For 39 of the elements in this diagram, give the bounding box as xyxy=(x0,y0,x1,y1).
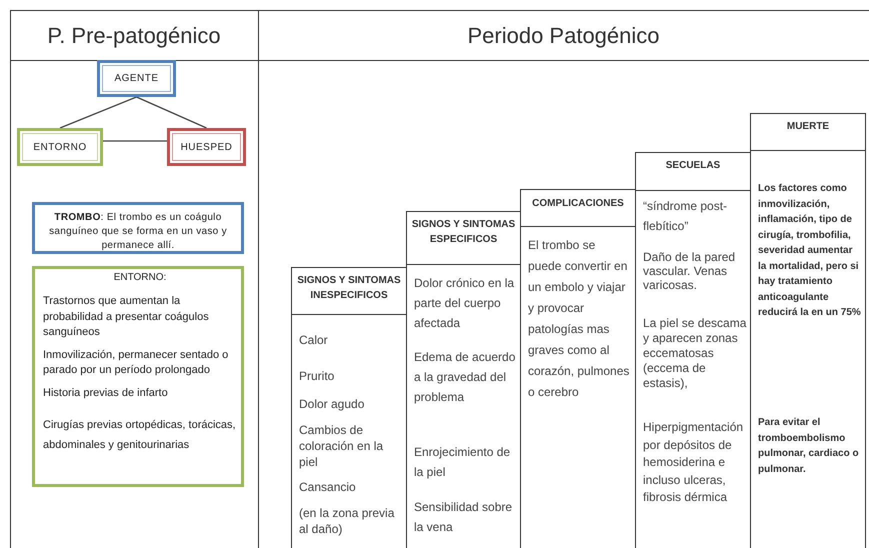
period-header: Periodo Patogénico xyxy=(258,10,869,61)
column-text: (en la zona previa al daño) xyxy=(299,505,396,537)
column-heading: SIGNOS Y SINTOMAS INESPECIFICOS xyxy=(296,274,402,303)
column-text: Hiperpigmentación por depósitos de hemosiderina e incluso ulceras, fibrosis dérmica xyxy=(643,419,744,506)
column-text: Dolor crónico en la parte del cuerpo afectada xyxy=(414,275,516,332)
column-text: La piel se descama y aparecen zonas eccematosas (eccema de estasis), xyxy=(643,316,747,391)
stage-column xyxy=(291,267,407,548)
factor-box: ENTORNO xyxy=(17,128,103,166)
period-header: P. Pre-patogénico xyxy=(10,10,258,61)
panel-text: Historia previas de infarto xyxy=(43,386,169,401)
column-text: El trombo se puede convertir en un embolo y viajar y provocar patologías mas graves como al corazón, pulmones o cerebro xyxy=(528,237,630,401)
column-text: Prurito xyxy=(299,368,336,384)
column-heading: COMPLICACIONES xyxy=(531,197,625,211)
column-text: Calor xyxy=(299,332,329,348)
column-text: Dolor agudo xyxy=(299,396,366,412)
panel-text: Inmovilización, permanecer sentado o parado por un período prolongado xyxy=(43,348,230,378)
column-text: Para evitar el tromboembolismo pulmonar, cardiaco o pulmonar. xyxy=(758,416,860,476)
definition-box: TROMBO: El trombo es un coágulo sanguíneo que se forma en un vaso y permanece allí. xyxy=(32,202,244,254)
column-text: Edema de acuerdo a la gravedad del problema xyxy=(414,349,516,406)
panel-text: Trastornos que aumentan la probabilidad a presentar coágulos sanguíneos xyxy=(43,294,210,340)
column-text: Los factores como inmovilización, inflamación, tipo de cirugía, trombofilia, severidad aumentar la mortalidad, pero si hay tratamiento anticoagulante reducirá la en un 75% xyxy=(758,182,862,320)
panel-heading: ENTORNO: xyxy=(112,271,168,284)
stage-column xyxy=(750,113,866,548)
column-text: Cambios de coloración en la piel xyxy=(299,422,384,470)
factor-box: HUESPED xyxy=(167,128,246,166)
column-heading: SIGNOS Y SINTOMAS ESPECIFICOS xyxy=(410,218,516,247)
column-heading: SECUELAS xyxy=(664,159,722,173)
column-text: “síndrome post-flebítico” xyxy=(643,198,728,235)
column-text: Enrojecimiento de la piel xyxy=(414,444,512,481)
column-text: Daño de la pared vascular. Venas varicosas. xyxy=(643,250,736,292)
column-text: Sensibilidad sobre la vena xyxy=(414,499,514,536)
factor-box: AGENTE xyxy=(97,60,176,97)
triangle-side xyxy=(103,140,167,142)
panel-text: Cirugías previas ortopédicas, torácicas, abdominales y genitourinarias xyxy=(43,418,237,453)
triangle-side xyxy=(60,96,137,129)
triangle-side xyxy=(136,96,207,129)
factor-list-panel xyxy=(32,266,244,487)
column-heading: MUERTE xyxy=(786,120,830,134)
column-text: Cansancio xyxy=(299,479,357,495)
